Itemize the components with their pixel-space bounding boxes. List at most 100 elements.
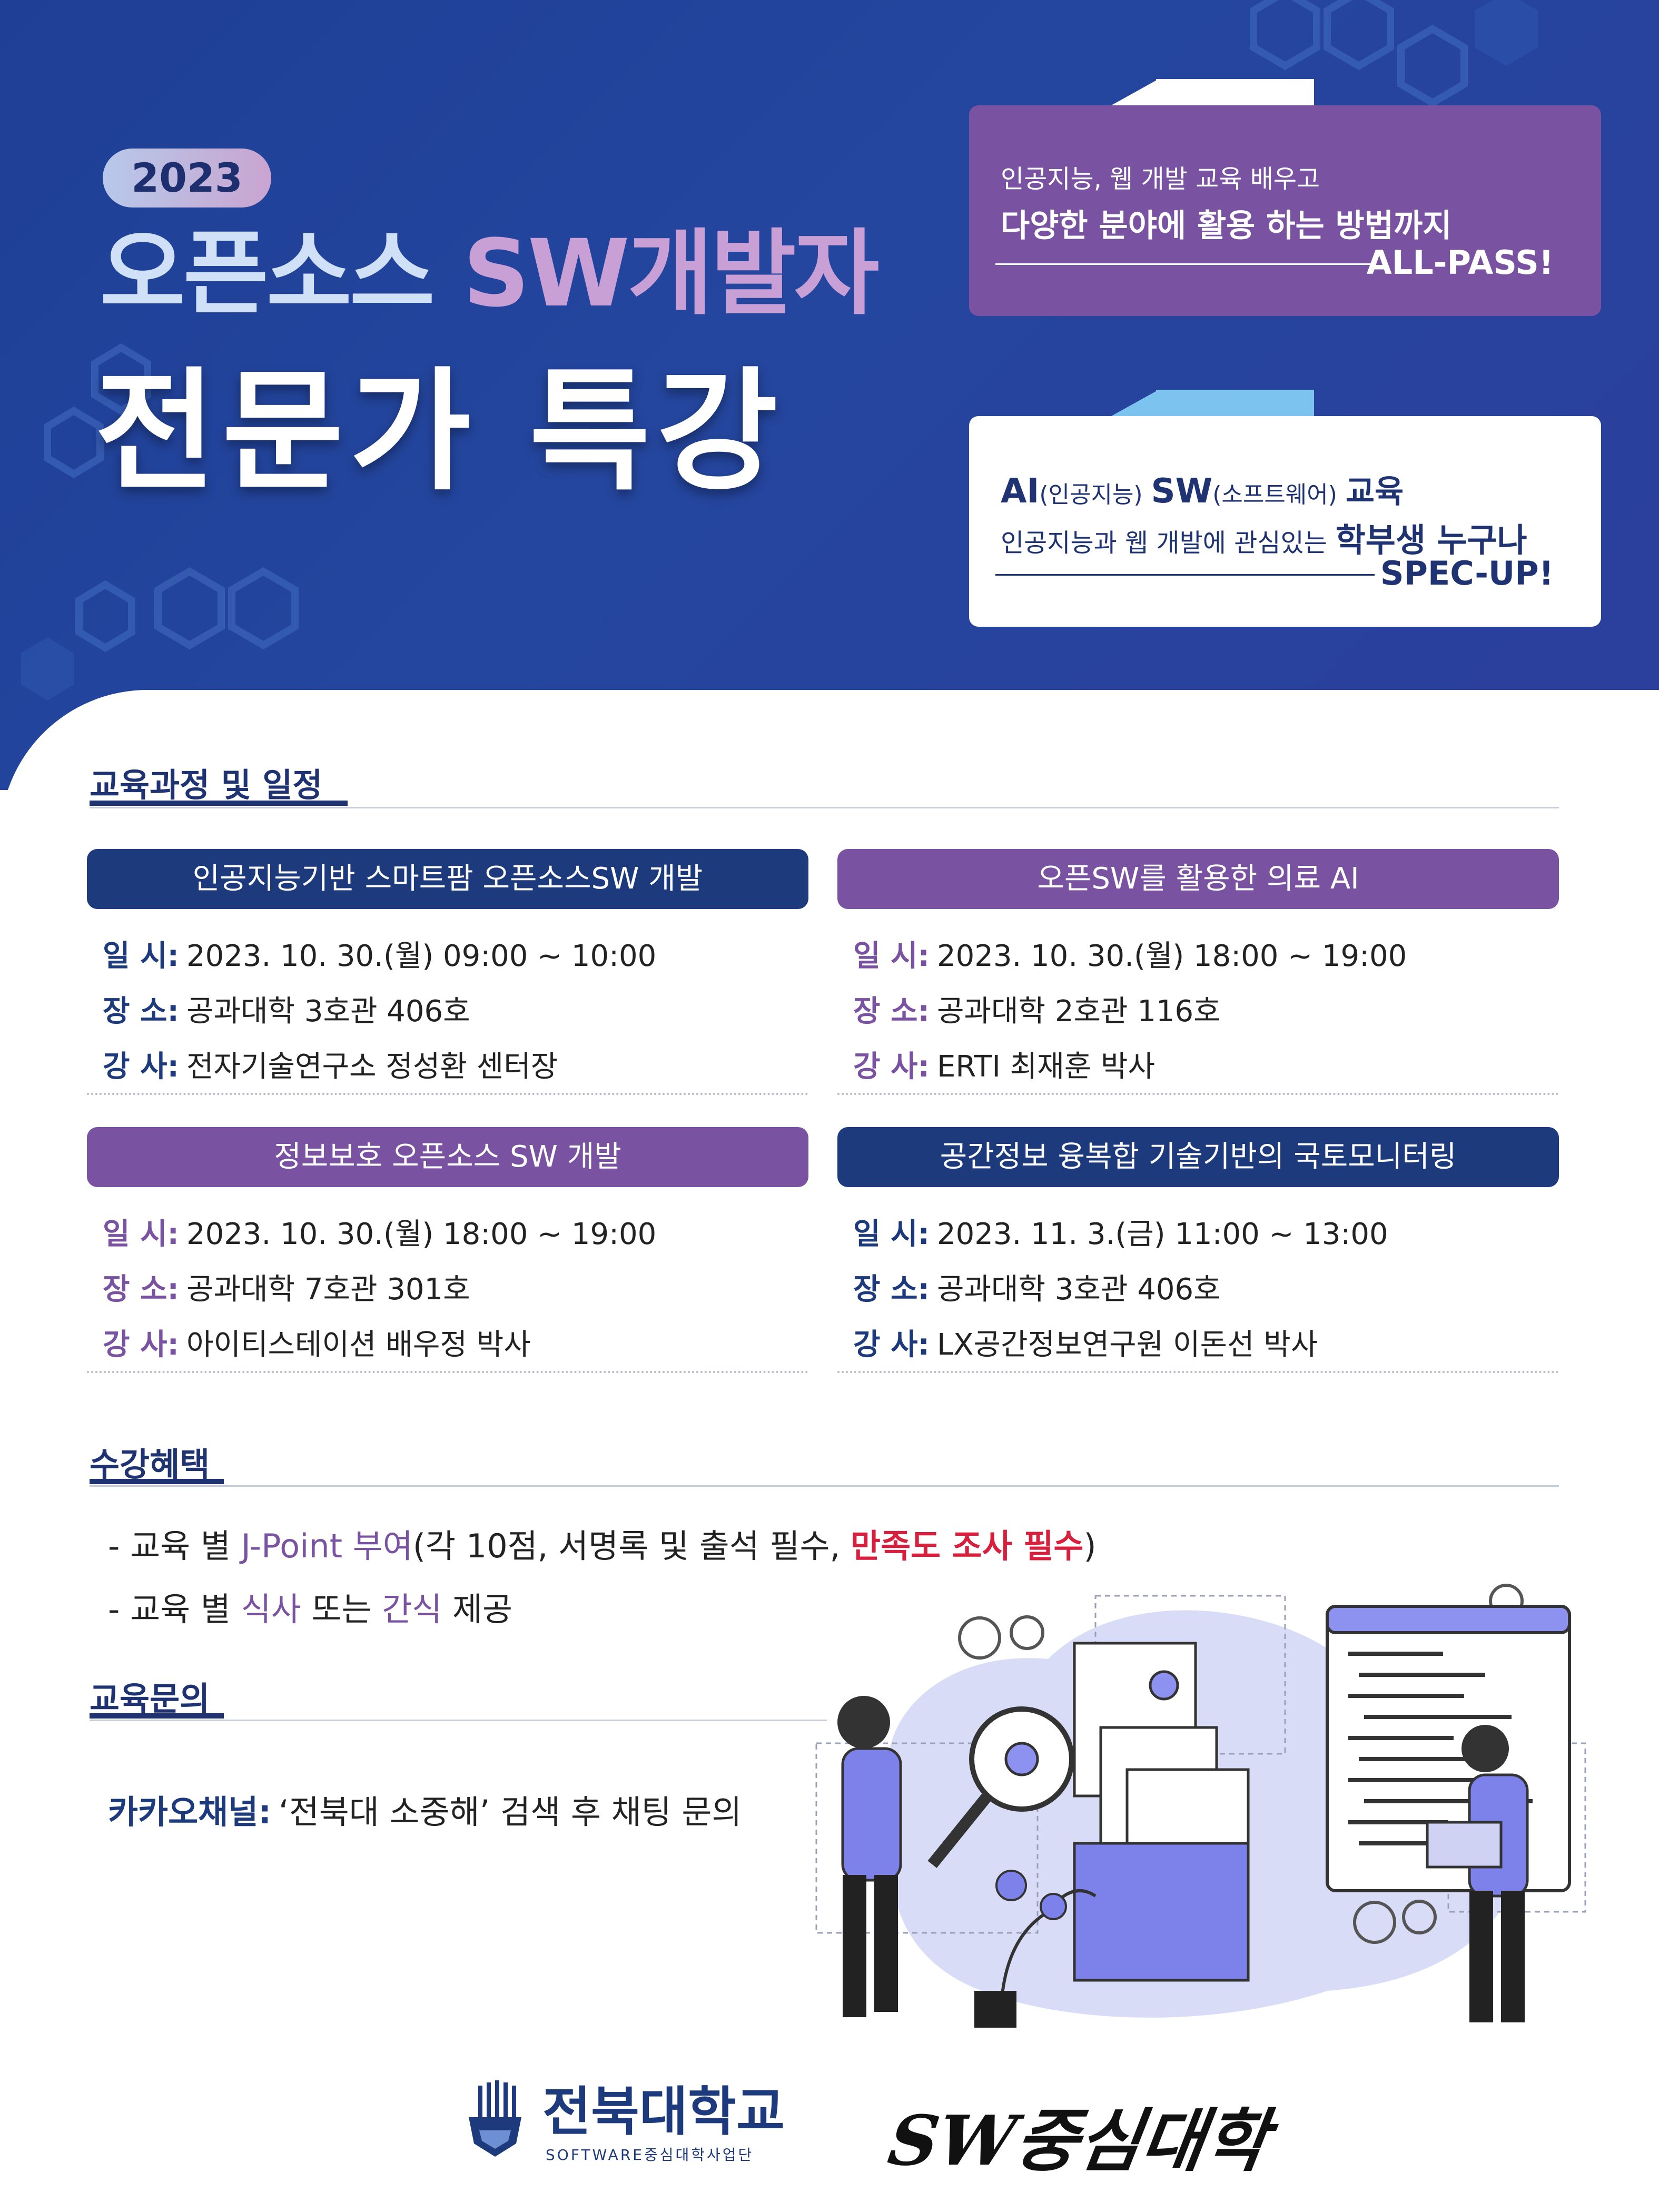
lecturer-label: 강 사:	[853, 1050, 930, 1084]
box-tab-decoration	[1156, 390, 1314, 416]
date-label: 일 시:	[853, 1217, 930, 1251]
benefit-text: - 교육 별	[108, 1527, 241, 1565]
course-lecturer-row: 강 사:LX공간정보연구원 이돈선 박사	[853, 1321, 1318, 1364]
promo-line-2-pre: 인공지능과 웹 개발에 관심있는	[1001, 528, 1327, 558]
course-lecturer: LX공간정보연구원 이돈선 박사	[936, 1328, 1318, 1362]
dotted-divider	[837, 1093, 1559, 1095]
promo-line-1: AI(인공지능) SW(소프트웨어) 교육	[1001, 466, 1404, 512]
benefit-item-meal: - 교육 별 식사 또는 간식 제공	[108, 1583, 512, 1630]
course-header: 정보보호 오픈소스 SW 개발	[87, 1127, 808, 1187]
course-place-row: 장 소:공과대학 7호관 301호	[103, 1266, 470, 1308]
lecturer-label: 강 사:	[103, 1050, 179, 1084]
section-underline	[90, 801, 348, 806]
lecturer-label: 강 사:	[103, 1328, 179, 1362]
benefit-text: 제공	[442, 1590, 513, 1628]
benefit-highlight: J-Point 부여	[241, 1527, 413, 1565]
title-open-source: 오픈소스	[100, 220, 435, 328]
year-badge: 2023	[103, 149, 271, 208]
benefit-text: )	[1083, 1527, 1097, 1565]
course-header: 인공지능기반 스마트팜 오픈소스SW 개발	[87, 849, 808, 909]
promo-line-1: 인공지능, 웹 개발 교육 배우고	[1001, 164, 1320, 194]
dotted-divider	[87, 1371, 808, 1373]
edu-text: 교육	[1345, 473, 1404, 510]
course-place: 공과대학 7호관 301호	[186, 1272, 470, 1307]
program-name: SOFTWARE중심대학사업단	[546, 2146, 754, 2164]
course-lecturer-row: 강 사:아이티스테이션 배우정 박사	[103, 1321, 531, 1364]
promo-rule	[995, 574, 1375, 576]
course-place-row: 장 소:공과대학 3호관 406호	[103, 987, 470, 1030]
university-name: 전북대학교	[542, 2081, 785, 2142]
benefit-item-jpoint: - 교육 별 J-Point 부여(각 10점, 서명록 및 출석 필수, 만족…	[108, 1519, 1097, 1567]
promo-box-all-pass: 인공지능, 웹 개발 교육 배우고 다양한 분야에 활용 하는 방법까지 ALL…	[969, 105, 1601, 316]
place-label: 장 소:	[853, 1272, 930, 1307]
box-tab-decoration	[1111, 79, 1159, 105]
course-header: 공간정보 융복합 기술기반의 국토모니터링	[837, 1127, 1559, 1187]
section-underline	[90, 1479, 224, 1484]
box-tab-decoration	[1111, 390, 1159, 416]
hexagon-pattern-decoration	[21, 0, 1538, 700]
date-label: 일 시:	[853, 939, 930, 973]
course-place-row: 장 소:공과대학 3호관 406호	[853, 1266, 1221, 1308]
course-date: 2023. 10. 30.(월) 18:00 ~ 19:00	[936, 939, 1407, 973]
ai-paren-text: (인공지능)	[1039, 481, 1143, 508]
course-place: 공과대학 2호관 116호	[936, 994, 1221, 1029]
section-title-schedule: 교육과정 및 일정	[90, 766, 323, 804]
promo-line-2: 인공지능과 웹 개발에 관심있는 학부생 누구나	[1001, 514, 1527, 561]
section-title-benefits: 수강혜택	[90, 1445, 210, 1484]
jbnu-emblem-icon	[469, 2080, 521, 2157]
place-label: 장 소:	[853, 994, 930, 1029]
place-label: 장 소:	[103, 1272, 179, 1307]
course-place-row: 장 소:공과대학 2호관 116호	[853, 987, 1221, 1030]
course-header: 오픈SW를 활용한 의료 AI	[837, 849, 1559, 909]
course-lecturer-row: 강 사:ERTI 최재훈 박사	[853, 1043, 1155, 1085]
course-lecturer: 전자기술연구소 정성환 센터장	[186, 1050, 558, 1084]
benefit-text: (각 10점, 서명록 및 출석 필수,	[412, 1527, 851, 1565]
course-place: 공과대학 3호관 406호	[936, 1272, 1221, 1307]
section-divider	[90, 1485, 1559, 1487]
course-date: 2023. 11. 3.(금) 11:00 ~ 13:00	[936, 1217, 1388, 1251]
promo-box-spec-up: AI(인공지능) SW(소프트웨어) 교육 인공지능과 웹 개발에 관심있는 학…	[969, 416, 1601, 627]
section-divider	[90, 807, 1559, 808]
benefit-highlight: 간식	[382, 1590, 442, 1628]
title-line-2: 전문가 특강	[95, 355, 785, 508]
course-lecturer: ERTI 최재훈 박사	[936, 1050, 1156, 1084]
kakao-text: ‘전북대 소중해’ 검색 후 채팅 문의	[279, 1793, 742, 1831]
course-date-row: 일 시:2023. 10. 30.(월) 18:00 ~ 19:00	[853, 932, 1407, 975]
title-sw-developer: SW개발자	[462, 220, 880, 328]
title-line-1: 오픈소스 SW개발자	[100, 220, 880, 328]
sw-university-logo: SW중심대학	[883, 2100, 1273, 2181]
promo-tagline: ALL-PASS!	[1366, 243, 1554, 282]
course-lecturer-row: 강 사:전자기술연구소 정성환 센터장	[103, 1043, 558, 1085]
date-label: 일 시:	[103, 1217, 179, 1251]
sw-paren-text: (소프트웨어)	[1212, 481, 1337, 508]
dotted-divider	[837, 1371, 1559, 1373]
course-date-row: 일 시:2023. 10. 30.(월) 18:00 ~ 19:00	[103, 1210, 656, 1253]
sw-text: SW	[1151, 472, 1213, 511]
developers-illustration	[815, 1584, 1586, 2028]
course-date: 2023. 10. 30.(월) 09:00 ~ 10:00	[186, 939, 657, 973]
promo-tagline: SPEC-UP!	[1380, 554, 1554, 592]
ai-text: AI	[1001, 472, 1040, 511]
section-title-inquiry: 교육문의	[90, 1680, 210, 1718]
promo-rule	[995, 263, 1375, 265]
benefit-required-note: 만족도 조사 필수	[850, 1527, 1084, 1565]
benefit-highlight: 식사	[241, 1590, 301, 1628]
box-tab-decoration	[1156, 79, 1314, 105]
section-divider	[90, 1720, 827, 1721]
kakao-channel-inquiry: 카카오채널:‘전북대 소중해’ 검색 후 채팅 문의	[108, 1785, 742, 1833]
dotted-divider	[87, 1093, 808, 1095]
promo-line-2-bold: 학부생 누구나	[1335, 521, 1527, 559]
section-underline	[90, 1713, 224, 1719]
course-date-row: 일 시:2023. 11. 3.(금) 11:00 ~ 13:00	[853, 1210, 1388, 1253]
lecturer-label: 강 사:	[853, 1328, 930, 1362]
promo-line-2: 다양한 분야에 활용 하는 방법까지	[1001, 208, 1452, 244]
date-label: 일 시:	[103, 939, 179, 973]
benefit-text: 또는	[301, 1590, 382, 1628]
course-place: 공과대학 3호관 406호	[186, 994, 470, 1029]
course-date-row: 일 시:2023. 10. 30.(월) 09:00 ~ 10:00	[103, 932, 656, 975]
hero-banner: 2023 오픈소스 SW개발자 전문가 특강 인공지능, 웹 개발 교육 배우고…	[0, 0, 1659, 790]
course-lecturer: 아이티스테이션 배우정 박사	[186, 1328, 531, 1362]
place-label: 장 소:	[103, 994, 179, 1029]
course-date: 2023. 10. 30.(월) 18:00 ~ 19:00	[186, 1217, 657, 1251]
benefit-text: - 교육 별	[108, 1590, 241, 1628]
